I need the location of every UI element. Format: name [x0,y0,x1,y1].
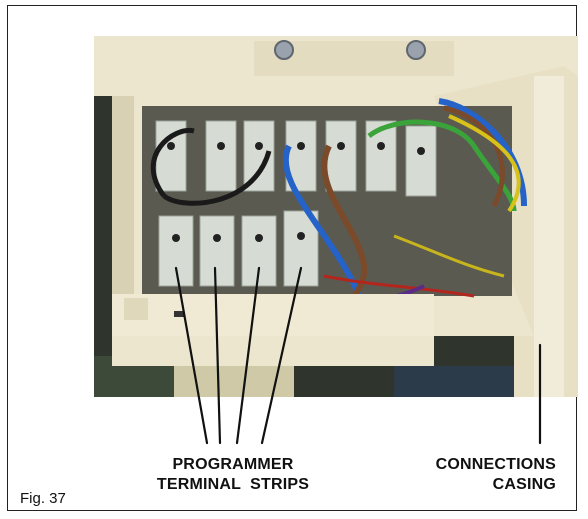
programmer-label-line1: PROGRAMMER [172,456,294,473]
screw-icon [274,40,294,60]
connections-label-line2: CASING [492,476,556,493]
connections-photo [94,36,578,397]
connections-casing-label: CONNECTIONS CASING [396,455,556,495]
photo-illustration [94,36,578,397]
programmer-label-line2: TERMINAL STRIPS [156,476,310,493]
connections-label-line1: CONNECTIONS [435,456,556,473]
screw-icon [406,40,426,60]
figure-caption: Fig. 37 [20,490,66,507]
programmer-terminal-strips-label: PROGRAMMER TERMINAL STRIPS [133,455,333,495]
